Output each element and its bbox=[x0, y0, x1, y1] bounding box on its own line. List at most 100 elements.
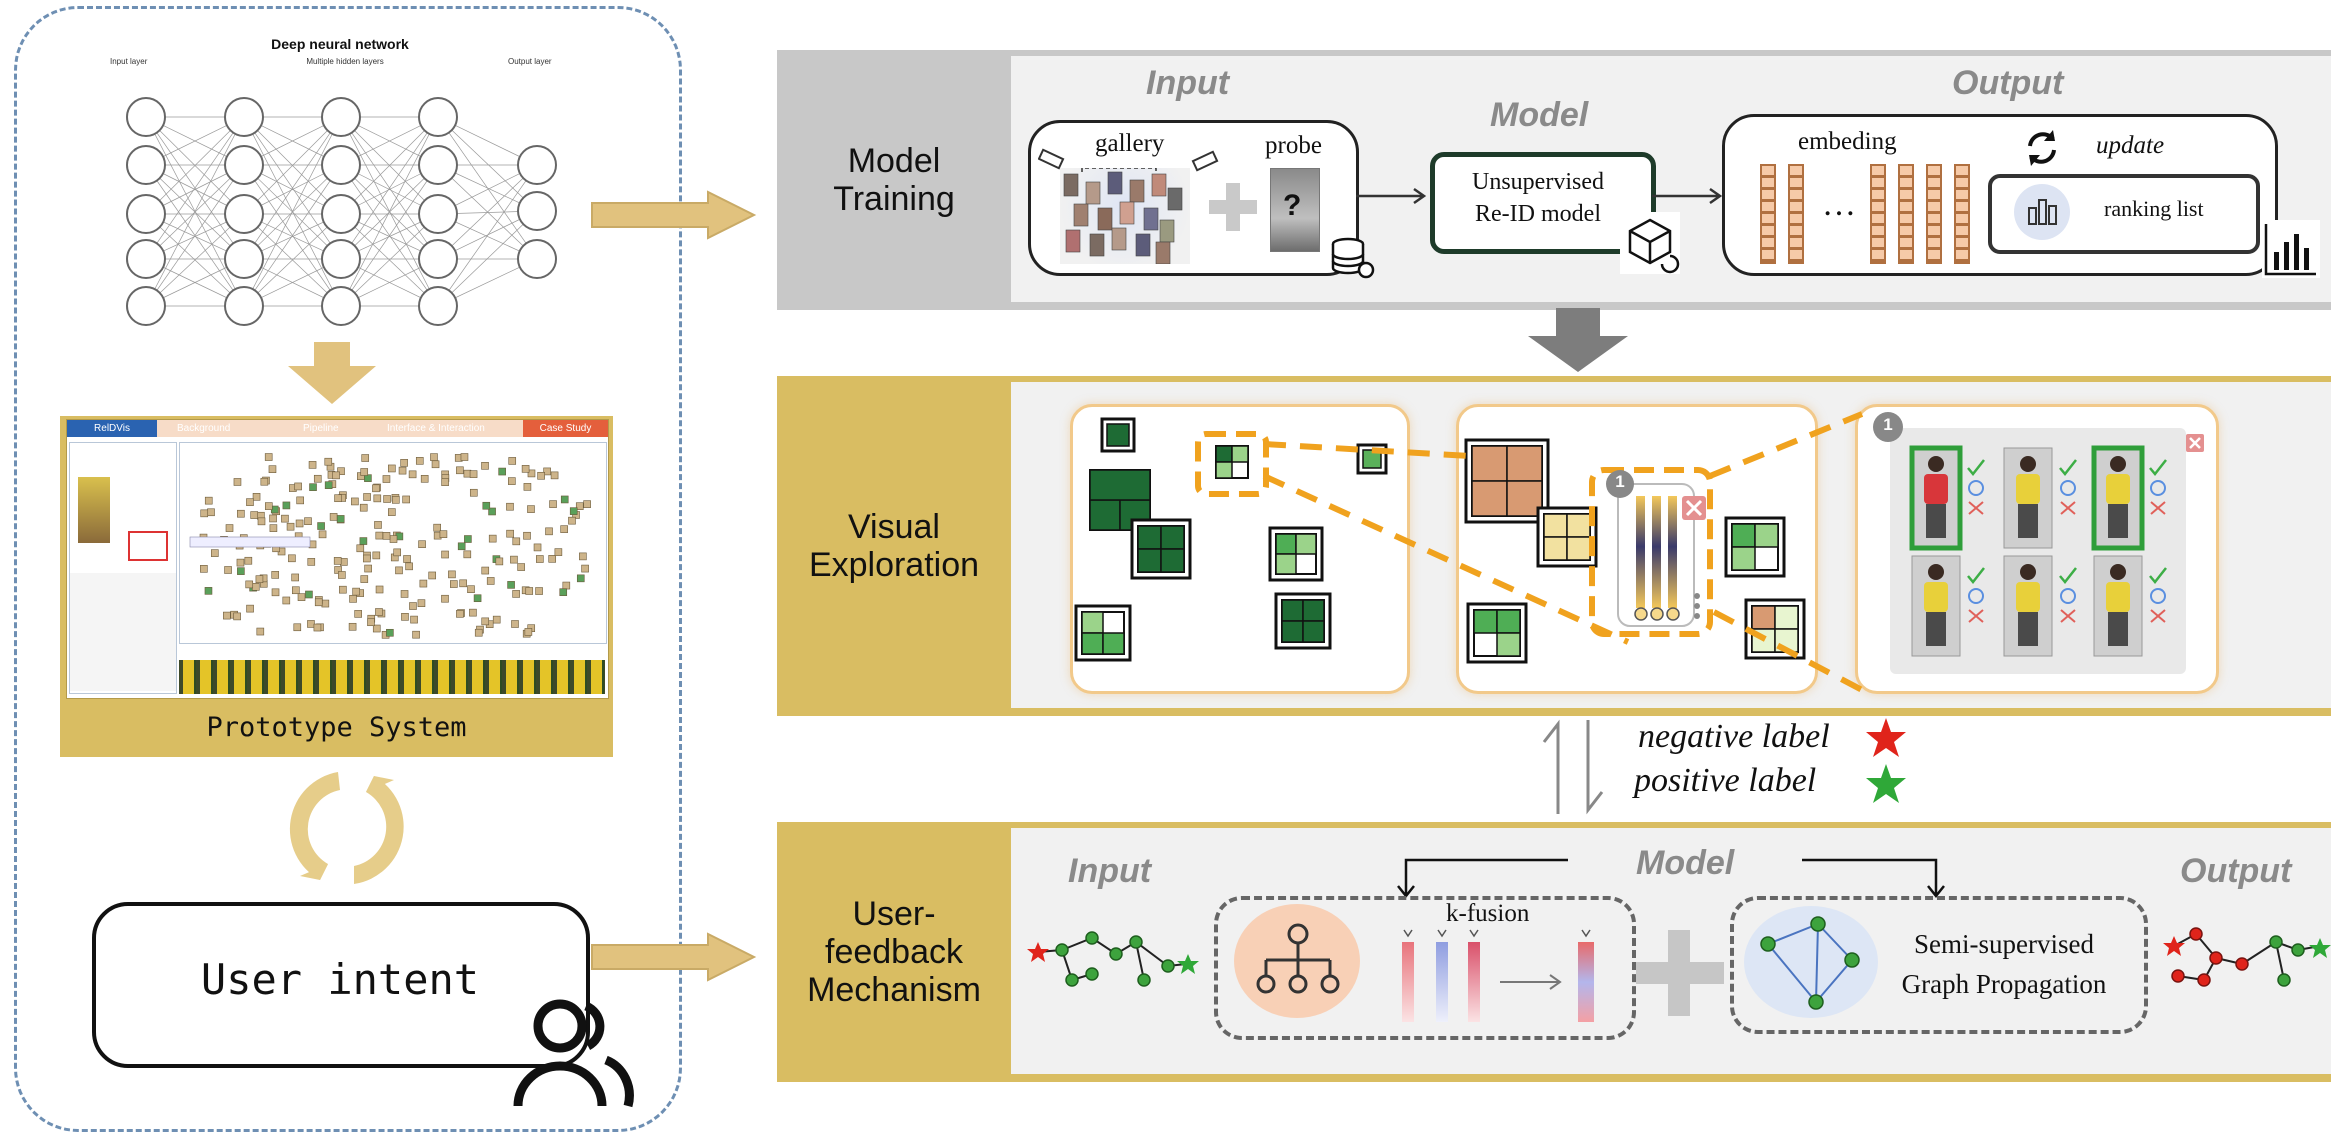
prototype-scatter-glyph bbox=[419, 579, 428, 588]
gallery-person-image bbox=[1107, 171, 1123, 195]
gallery-person-image bbox=[1063, 173, 1079, 197]
prototype-scatter-glyph bbox=[431, 460, 440, 469]
nn-connection bbox=[340, 116, 439, 260]
prototype-scatter-glyph bbox=[255, 575, 264, 583]
prototype-scatter-glyph bbox=[324, 481, 333, 489]
training-output-title: Output bbox=[1952, 64, 2064, 102]
cluster-glyph[interactable] bbox=[1744, 598, 1806, 660]
prototype-scatter-glyph bbox=[251, 583, 260, 591]
cluster-glyph[interactable] bbox=[1724, 516, 1786, 578]
prototype-scatter-glyph bbox=[403, 555, 411, 563]
user-group-icon bbox=[513, 999, 634, 1108]
arrow-model-to-output bbox=[1652, 187, 1723, 205]
prototype-scatter-glyph bbox=[568, 516, 576, 525]
prototype-scatter-glyph bbox=[332, 471, 340, 480]
reid-model-label: Unsupervised Re-ID model bbox=[1472, 169, 1604, 227]
nn-neuron bbox=[418, 97, 458, 137]
prototype-scatter-glyph bbox=[524, 628, 533, 636]
feedback-input-title: Input bbox=[1068, 852, 1152, 890]
nn-connection bbox=[437, 116, 538, 212]
gallery-person-image bbox=[1135, 233, 1151, 257]
prototype-scatter-glyph bbox=[488, 534, 497, 543]
prototype-tab-pipeline[interactable]: Pipeline bbox=[303, 423, 339, 434]
prototype-scatter-glyph bbox=[361, 454, 370, 462]
prototype-scatter-glyph bbox=[294, 482, 302, 491]
prototype-scatter-glyph bbox=[362, 554, 371, 563]
prototype-scatter-glyph bbox=[536, 555, 544, 563]
prototype-scatter-glyph bbox=[481, 462, 489, 470]
candidate-person-image[interactable] bbox=[1911, 555, 1985, 657]
prototype-tab-interface[interactable]: Interface & Interaction bbox=[387, 423, 485, 434]
prototype-scatter-glyph bbox=[207, 508, 215, 517]
prototype-left-view bbox=[69, 442, 177, 694]
prototype-scatter-glyph bbox=[256, 627, 265, 636]
prototype-scatter-glyph bbox=[375, 531, 384, 540]
prototype-scatter-glyph bbox=[495, 557, 504, 566]
prototype-scatter-glyph bbox=[200, 509, 209, 518]
training-model-title: Model bbox=[1490, 96, 1589, 134]
prototype-scatter-glyph bbox=[456, 466, 464, 475]
candidate-person-image[interactable] bbox=[2003, 555, 2077, 657]
prototype-scatter-glyph bbox=[389, 535, 398, 543]
prototype-scatter-glyph bbox=[324, 457, 333, 466]
cluster-glyph[interactable] bbox=[1268, 526, 1324, 582]
gallery-images bbox=[1060, 167, 1190, 265]
feedback-exchange-arrows bbox=[1542, 719, 1604, 815]
prototype-scatter-glyph bbox=[318, 530, 327, 539]
cluster-glyph[interactable] bbox=[1074, 604, 1132, 662]
prototype-tab-reldvis[interactable]: RelDVis bbox=[67, 420, 157, 437]
prototype-tab-background[interactable]: Background bbox=[177, 423, 231, 434]
nn-neuron bbox=[517, 239, 557, 279]
gallery-person-image bbox=[1155, 241, 1171, 265]
cluster-glyph[interactable] bbox=[1466, 602, 1528, 664]
cluster-glyph[interactable] bbox=[1215, 445, 1249, 479]
prototype-scatter-glyph bbox=[511, 620, 519, 628]
prototype-scatter-glyph bbox=[224, 566, 232, 574]
candidate-person-image[interactable] bbox=[1909, 445, 1985, 551]
prototype-scatter-glyph bbox=[441, 594, 449, 603]
nn-neuron bbox=[321, 97, 361, 137]
prototype-scatter-glyph bbox=[271, 588, 280, 597]
prototype-scatter-glyph bbox=[338, 571, 346, 579]
cluster-glyph[interactable] bbox=[1130, 518, 1192, 580]
gallery-person-image bbox=[1085, 181, 1101, 205]
prototype-scatter-glyph bbox=[525, 587, 534, 595]
prototype-scatter-glyph bbox=[463, 550, 472, 559]
prototype-scatter-glyph bbox=[292, 586, 300, 595]
prototype-scatter-glyph bbox=[308, 461, 317, 469]
nn-neuron bbox=[126, 239, 166, 279]
prototype-scatter-glyph bbox=[405, 562, 413, 571]
cluster-glyph[interactable] bbox=[1100, 417, 1136, 453]
prototype-scatter-glyph bbox=[469, 608, 477, 617]
prototype-scatter-glyph bbox=[488, 507, 496, 516]
prototype-scatter-glyph bbox=[456, 610, 464, 618]
candidate-person-image[interactable] bbox=[2091, 445, 2167, 551]
prototype-tab-case-study[interactable]: Case Study bbox=[523, 420, 608, 437]
prototype-scatter-glyph bbox=[439, 530, 448, 538]
cluster-glyph[interactable] bbox=[1274, 592, 1332, 650]
prototype-list-column bbox=[70, 573, 176, 691]
cluster-glyph[interactable] bbox=[1536, 506, 1598, 568]
dnn-title: Deep neural network bbox=[271, 36, 409, 52]
prototype-tooltip bbox=[189, 536, 311, 548]
prototype-scatter-glyph bbox=[244, 556, 253, 565]
arrow-to-feedback bbox=[591, 932, 757, 982]
prototype-scatter-glyph bbox=[359, 537, 368, 545]
cluster-glyph[interactable] bbox=[1464, 438, 1550, 524]
nn-connection bbox=[145, 213, 245, 307]
prototype-scatter-glyph bbox=[245, 580, 254, 589]
glyph-cell bbox=[1089, 469, 1151, 501]
candidate-person-image[interactable] bbox=[2003, 447, 2077, 549]
prototype-scatter-glyph bbox=[559, 588, 568, 596]
visual-exploration-label: Visual Exploration bbox=[808, 508, 980, 584]
prototype-scatter-glyph bbox=[481, 617, 490, 626]
prototype-scatter-glyph bbox=[418, 540, 426, 549]
nn-connection bbox=[145, 116, 245, 260]
prototype-scatter-glyph bbox=[252, 492, 261, 501]
nn-neuron bbox=[224, 286, 264, 326]
prototype-scatter-glyph bbox=[548, 555, 557, 563]
user-intent-box bbox=[92, 902, 590, 1068]
prototype-scatter-glyph bbox=[467, 585, 475, 594]
candidate-person-image[interactable] bbox=[2093, 555, 2167, 657]
prototype-scatter-glyph bbox=[512, 537, 521, 546]
